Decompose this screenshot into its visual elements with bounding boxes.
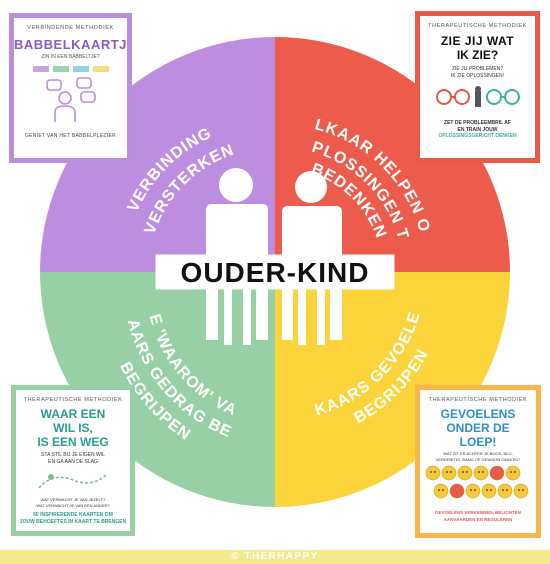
card-subtitle-line-1: ZIE JIJ PROBLEMEN? [451, 66, 504, 72]
card-title-line-1: GEVOELENS [440, 407, 516, 421]
center-label: OUDER-KIND [181, 257, 370, 288]
card-footer-line-2: EN TRAIN JOUW [457, 126, 498, 133]
card-kicker: VERBINDENDE METHODIEK [27, 25, 114, 31]
card-title-line-2: IK ZIE? [456, 48, 499, 62]
card-middle-line-1: WAT VERWACHT JE VAN JEZELF? [40, 497, 106, 502]
card-subtitle-line-2: VERDRIETIG, BANG OF GEWOON OKIDOKI? [435, 456, 521, 462]
card-subtitle-line-2: EN GA AAN DE SLAG [48, 458, 98, 465]
card-subtitle-line-2: IK ZIE OPLOSSINGEN! [450, 72, 505, 79]
card-title-line-2: WIL IS, [53, 421, 93, 435]
swatch-green [52, 66, 69, 72]
card-subtitle-line-1: WAT ZIT ER ACHTER JE BOOS, BLIJ, [443, 451, 513, 456]
card-title-line-3: LOEP! [459, 435, 497, 449]
card-kicker: THERAPEUTISCHE METHODIEK [23, 397, 123, 403]
center-label-box [155, 254, 395, 290]
card-waar-een-wil-is[interactable]: THERAPEUTISCHE METHODIEK WAAR EEN WIL IS… [11, 385, 135, 536]
card-babbelkaartjes[interactable]: VERBINDENDE METHODIEK BABBELKAARTJES ZIN… [9, 13, 132, 163]
card-footer-line-1: GEVOELENS VERKENNEN, BELICHTEN [435, 510, 521, 515]
card-title-line-1: WAAR EEN [40, 407, 106, 421]
winding-road-icon [38, 473, 108, 489]
card-footer-line-1: ZET DE PROBLEEMBRIL AF [444, 120, 511, 126]
card-subtitle: ZIN IN EEN BABBELTJE? [41, 54, 100, 60]
color-swatch-row [14, 66, 127, 72]
swatch-yellow [92, 66, 109, 72]
emoji-faces-icon [425, 465, 529, 499]
card-title-line-3: IS EEN WEG [37, 435, 109, 449]
glasses-person-icon [435, 86, 520, 107]
card-footer-line-2: JOUW BEHOEFTES IN KAART TE BRENGEN [19, 518, 127, 525]
card-footer-line-1: 55 INSPIRERENDE KAARTEN OM [33, 512, 113, 518]
card-zie-jij-wat-ik-zie[interactable]: THERAPEUTISCHE METHODIEK ZIE JIJ WAT IK … [415, 11, 540, 163]
swatch-purple [32, 66, 49, 72]
card-footer: GENIET VAN HET BABBELPLEZIER [24, 133, 117, 139]
footer-copyright: © THERHAPPY [231, 551, 319, 562]
child-figure-icon [282, 171, 342, 345]
card-title-line-2: ONDER DE [446, 421, 510, 435]
footer-bar: © THERHAPPY [0, 550, 550, 564]
card-kicker: THERAPEUTISCHE METHODIEK [428, 23, 527, 29]
card-gevoelens-onder-de-loep[interactable]: THERAPEUTISCHE METHODIEK GEVOELENS ONDER… [415, 385, 541, 538]
card-title: BABBELKAARTJES [14, 37, 127, 52]
card-middle-line-2: WAT VERWACHT JE VAN EEN ANDER? [36, 502, 110, 508]
card-footer-line-3: OPLOSSINGSGERICHT DENKEN [438, 133, 517, 139]
card-title-line-1: ZIE JIJ WAT [440, 34, 515, 48]
card-kicker: THERAPEUTISCHE METHODIEK [428, 397, 528, 403]
swatch-blue [72, 66, 89, 72]
card-subtitle-line-1: STA STIL BIJ JE EIGEN WIL [41, 452, 105, 458]
card-footer-line-2: AANVAARDEN EN REGULEREN [443, 516, 513, 522]
chat-people-icon [45, 77, 96, 122]
